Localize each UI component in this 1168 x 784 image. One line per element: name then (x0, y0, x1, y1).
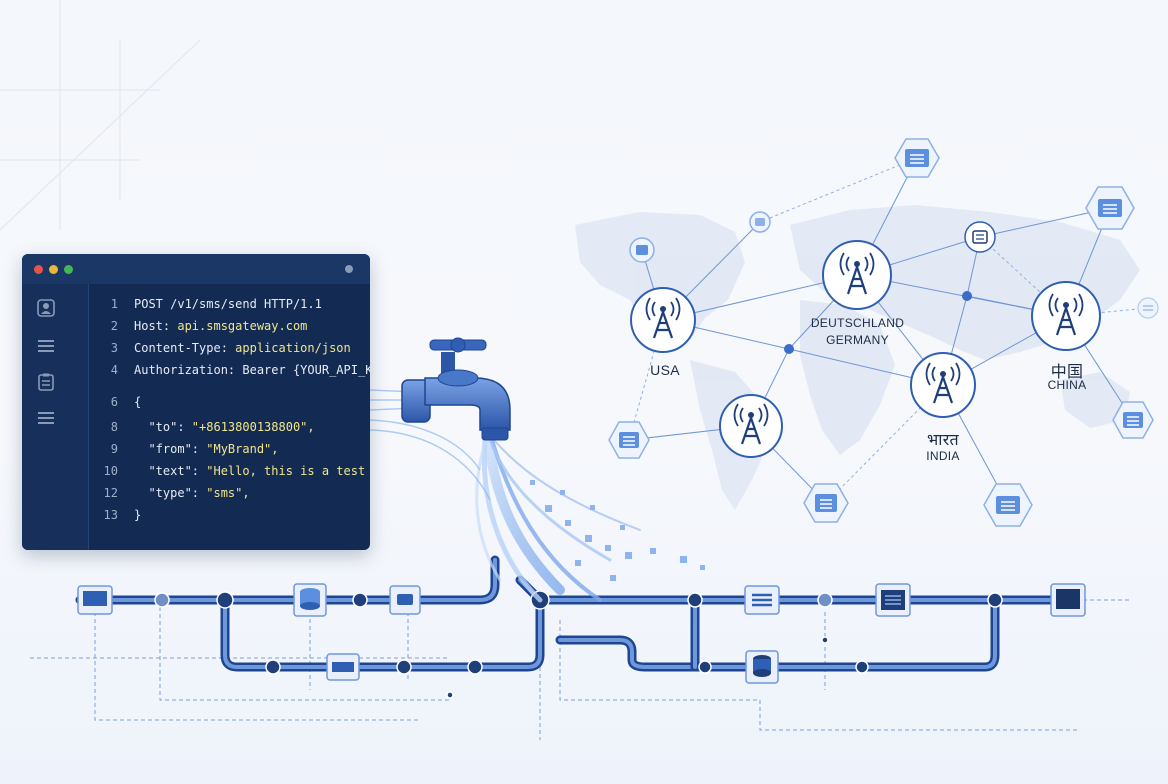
data-particles (530, 480, 705, 581)
small-doc-1 (629, 237, 655, 263)
device-monitor-2 (1050, 583, 1086, 617)
device-list-2 (875, 583, 911, 617)
close-dot-icon (34, 265, 43, 274)
pipe-joints (154, 590, 1003, 699)
tower-node-india (910, 352, 976, 418)
device-screen-2 (326, 653, 360, 681)
faucet (401, 337, 511, 441)
hex-doc-2 (1085, 186, 1135, 230)
small-doc-3 (964, 221, 996, 253)
hex-doc-nodes (608, 138, 1154, 527)
minimize-dot-icon (49, 265, 58, 274)
code-line: 6{ (110, 395, 142, 409)
region-label-germany-native: DEUTSCHLAND (810, 316, 905, 330)
region-label-india: INDIA (926, 449, 960, 463)
hex-doc-3 (1112, 401, 1154, 439)
menu-lines-icon (36, 408, 56, 428)
region-label-china: CHINA (1047, 378, 1087, 392)
small-doc-nodes (629, 211, 1159, 319)
region-label-india-native: भारत (927, 432, 959, 449)
tower-node-germany (822, 240, 892, 310)
hex-doc-5 (803, 483, 849, 523)
pipes (75, 555, 1075, 672)
region-label-germany: GERMANY (826, 333, 889, 347)
tower-node-china (1031, 281, 1101, 351)
hex-doc-1 (894, 138, 940, 178)
code-line: 8 "to": "+8613800138800", (110, 420, 315, 434)
water-stream (475, 435, 641, 603)
tower-node-south-america (719, 394, 783, 458)
tower-nodes (630, 240, 1101, 458)
code-line: 12 "type": "sms", (103, 486, 250, 500)
hex-doc-6 (983, 483, 1033, 527)
small-doc-2 (749, 211, 771, 233)
pipe-devices (77, 583, 1086, 684)
tower-node-usa (630, 287, 696, 353)
hex-doc-4 (608, 421, 650, 459)
small-doc-4 (1137, 297, 1159, 319)
list-icon (36, 336, 56, 356)
device-database-1 (293, 583, 327, 617)
region-label-usa: USA (650, 362, 680, 378)
device-list-1 (744, 585, 780, 615)
region-label-china-native: 中国 (1050, 364, 1084, 381)
code-line: 13} (103, 508, 142, 522)
device-database-2 (745, 650, 779, 684)
link-junctions (784, 291, 972, 354)
clipboard-icon (36, 372, 56, 392)
menu-dot-icon (345, 265, 353, 273)
code-window-sidebar (22, 284, 89, 550)
maximize-dot-icon (64, 265, 73, 274)
user-icon (36, 298, 56, 318)
code-line: 9 "from": "MyBrand", (110, 442, 279, 456)
code-window-titlebar (22, 254, 370, 284)
device-monitor-1 (77, 585, 113, 615)
background-grid (0, 0, 201, 231)
code-line: 10 "text": "Hello, this is a test messag… (103, 464, 370, 478)
device-chat-1 (389, 585, 421, 615)
